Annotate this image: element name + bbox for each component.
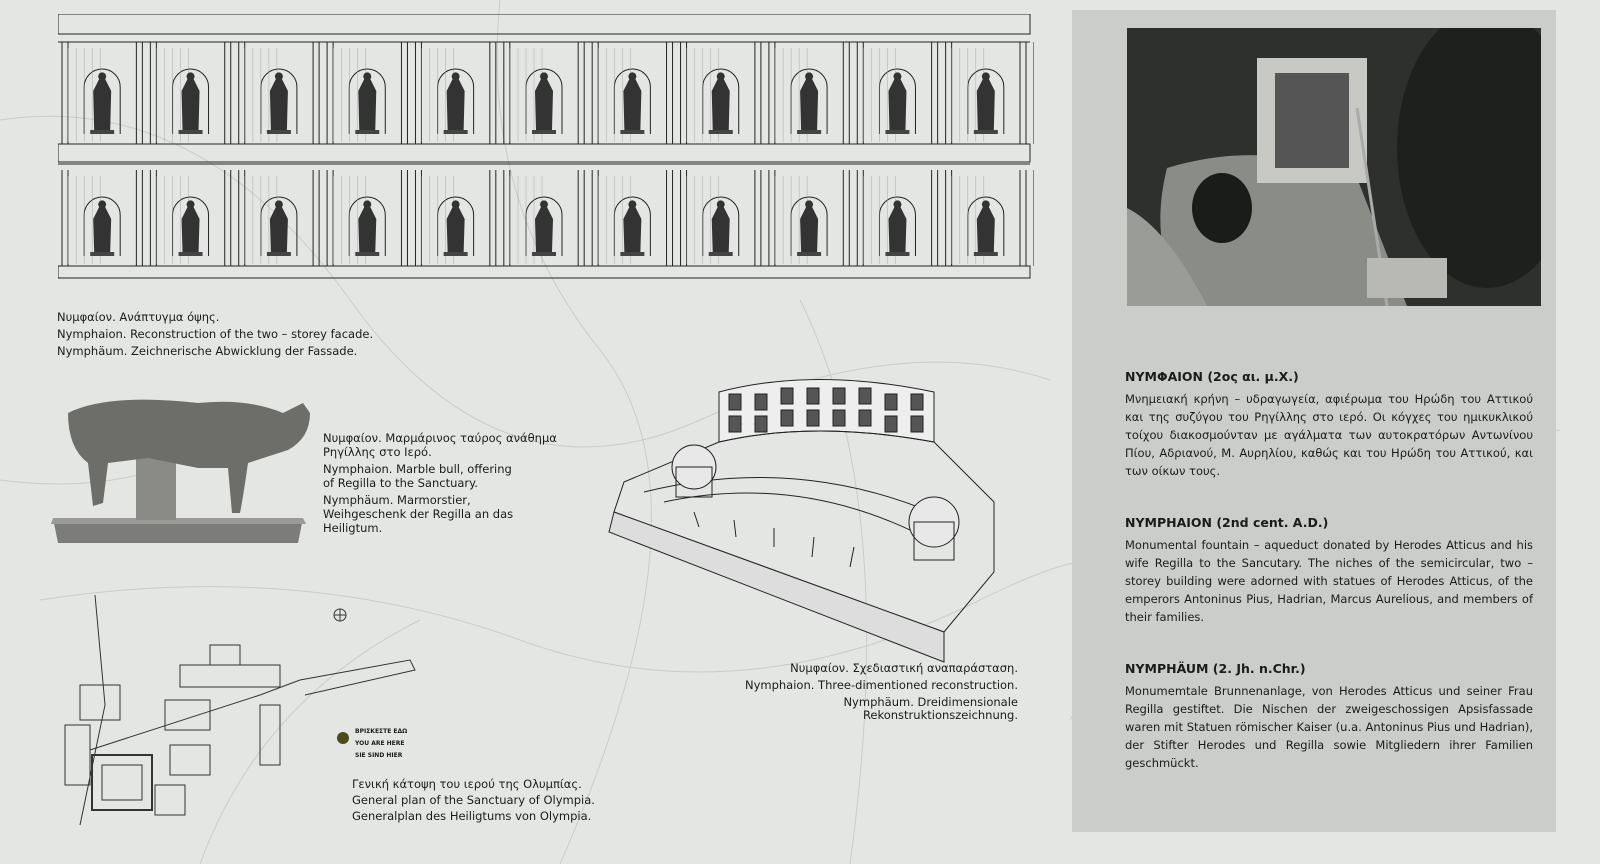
reconstruction-caption-german-1: Nymphäum. Dreidimensionale xyxy=(843,695,1018,709)
you-are-here-english: YOU ARE HERE xyxy=(355,740,405,747)
statue-figure xyxy=(800,200,819,252)
you-are-here-greek: ΒΡΙΣΚΕΣΤΕ ΕΔΩ xyxy=(355,728,408,735)
info-section-german: NYMPHÄUM (2. Jh. n.Chr.) Monumemtale Bru… xyxy=(1125,661,1533,772)
bull-caption: Νυμφαίον. Μαρμάρινος ταύρος ανάθημα Ρηγί… xyxy=(323,431,573,535)
statue-figure xyxy=(976,200,995,252)
reconstruction-caption-german-2: Rekonstruktionszeichnung. xyxy=(862,708,1018,722)
info-title-greek: ΝΥΜΦΑΙΟΝ (2ος αι. μ.Χ.) xyxy=(1125,369,1299,384)
bull-caption-greek: Νυμφαίον. Μαρμάρινος ταύρος ανάθημα Ρηγί… xyxy=(323,431,557,459)
info-section-english: NYMPHAION (2nd cent. A.D.) Monumental fo… xyxy=(1125,515,1533,626)
bull-caption-german: Nymphäum. Marmorstier, Weihgeschenk der … xyxy=(323,493,514,535)
bull-caption-english: Nymphaion. Marble bull, offering of Regi… xyxy=(323,462,512,490)
statue-figure xyxy=(711,200,730,252)
statue-figure xyxy=(269,200,288,252)
three-dimensional-reconstruction-drawing xyxy=(608,379,995,663)
facade-caption-english: Nymphaion. Reconstruction of the two – s… xyxy=(57,327,374,341)
statue-figure xyxy=(888,72,907,130)
plan-caption: Γενική κάτοψη του ιερού της Ολυμπίας. Ge… xyxy=(352,776,595,824)
aerial-photo xyxy=(1127,28,1541,306)
statue-figure xyxy=(623,72,642,130)
statue-figure xyxy=(623,200,642,252)
plan-caption-greek: Γενική κάτοψη του ιερού της Ολυμπίας. xyxy=(352,777,582,791)
statue-figure xyxy=(446,72,465,130)
statue-figure xyxy=(358,200,377,252)
statue-figure xyxy=(358,72,377,130)
facade-caption-greek: Νυμφαίον. Ανάπτυγμα όψης. xyxy=(57,310,220,324)
statue-figure xyxy=(93,200,112,252)
info-section-greek: ΝΥΜΦΑΙΟΝ (2ος αι. μ.Χ.) Μνημειακή κρήνη … xyxy=(1125,369,1533,480)
statue-figure xyxy=(269,72,288,130)
info-body-greek: Μνημειακή κρήνη – υδραγωγεία, αφιέρωμα τ… xyxy=(1125,392,1533,478)
you-are-here-german: SIE SIND HIER xyxy=(355,752,403,759)
facade-caption: Νυμφαίον. Ανάπτυγμα όψης. Nymphaion. Rec… xyxy=(57,309,373,360)
plan-caption-german: Generalplan des Heiligtums von Olympia. xyxy=(352,809,592,823)
reconstruction-caption-english: Nymphaion. Three-dimentioned reconstruct… xyxy=(744,678,1018,692)
you-are-here-label: ΒΡΙΣΚΕΣΤΕ ΕΔΩ YOU ARE HERE SIE SIND HIER xyxy=(355,726,407,762)
statue-figure xyxy=(888,200,907,252)
facade-caption-german: Nymphäum. Zeichnerische Abwicklung der F… xyxy=(57,344,358,358)
info-title-english: NYMPHAION (2nd cent. A.D.) xyxy=(1125,515,1329,530)
statue-figure xyxy=(181,72,200,130)
info-title-german: NYMPHÄUM (2. Jh. n.Chr.) xyxy=(1125,661,1306,676)
info-body-english: Monumental fountain – aqueduct donated b… xyxy=(1125,538,1533,624)
reconstruction-caption-greek: Νυμφαίον. Σχεδιαστική αναπαράσταση. xyxy=(790,661,1018,675)
statue-figure xyxy=(93,72,112,130)
statue-figure xyxy=(535,72,553,130)
statue-figure xyxy=(446,200,465,252)
site-plan-map xyxy=(64,594,416,826)
statue-figure xyxy=(711,72,730,130)
info-body-german: Monumemtale Brunnenanlage, von Herodes A… xyxy=(1125,684,1533,770)
plan-caption-english: General plan of the Sanctuary of Olympia… xyxy=(352,793,595,807)
reconstruction-caption: Νυμφαίον. Σχεδιαστική αναπαράσταση. Nymp… xyxy=(660,660,1018,722)
facade-elevation-drawing xyxy=(58,14,1034,279)
statue-figure xyxy=(800,72,819,130)
statue-figure xyxy=(181,200,200,252)
you-are-here-marker xyxy=(337,732,349,744)
marble-bull-photo xyxy=(51,399,310,543)
statue-figure xyxy=(535,200,553,252)
statue-figure xyxy=(976,72,995,130)
